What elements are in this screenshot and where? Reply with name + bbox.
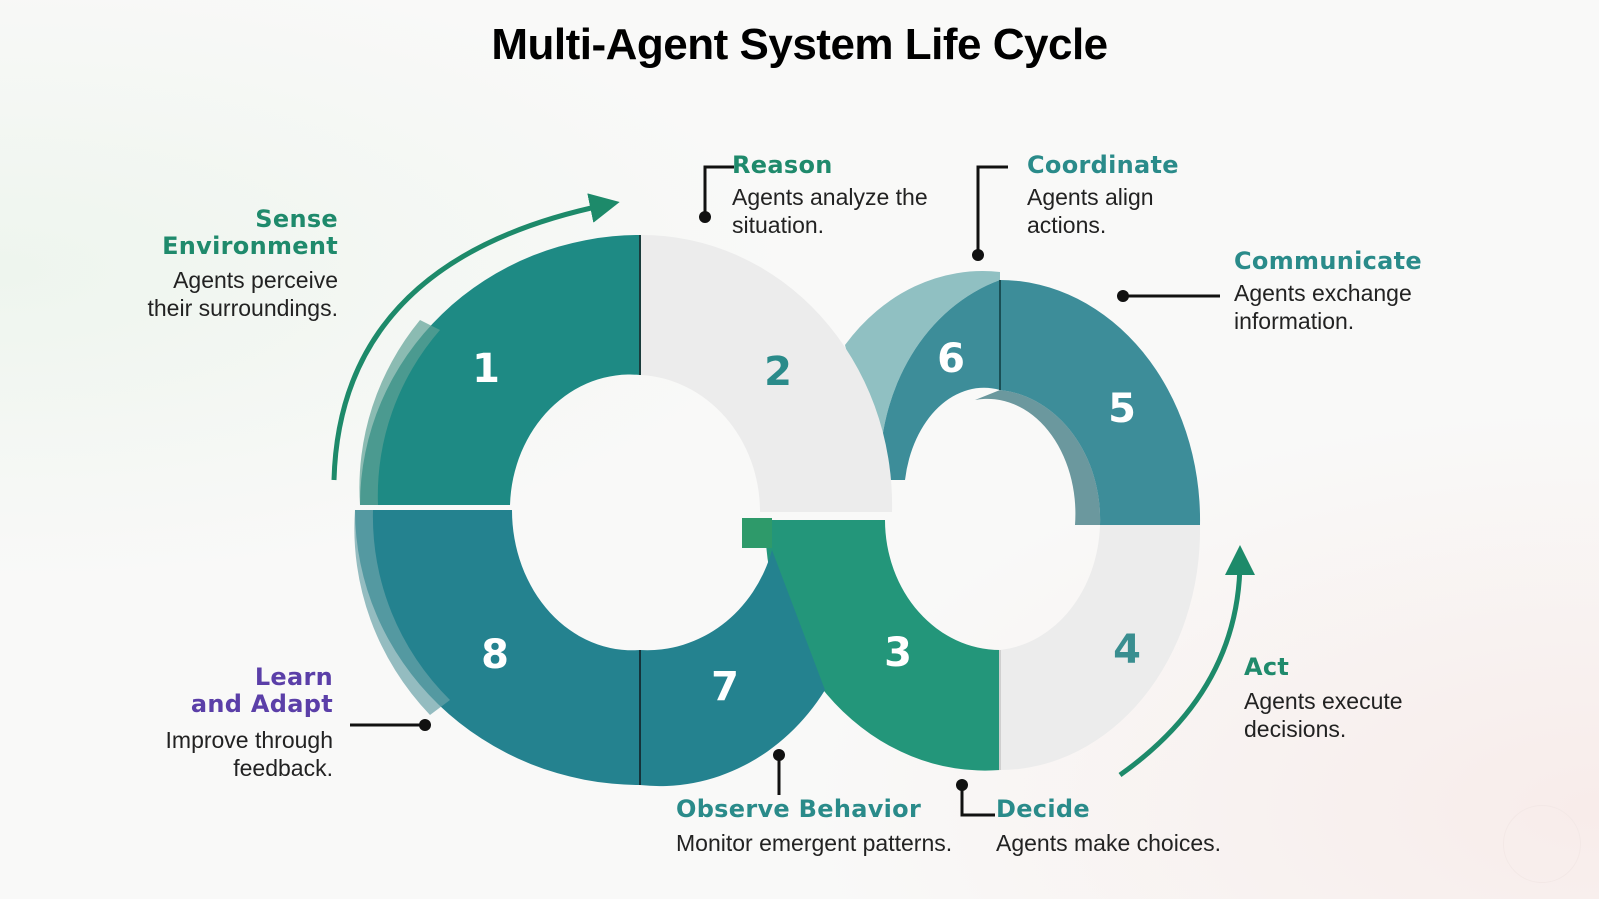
connector-decide	[960, 785, 995, 817]
segment-1[interactable]	[360, 235, 640, 505]
stage-heading: Observe Behavior	[676, 795, 922, 823]
segment-6[interactable]	[879, 280, 1000, 480]
stage-description: actions.	[1027, 212, 1107, 238]
segment-1-side	[359, 320, 440, 505]
stage-sense: Sense Environment Agents perceive their …	[100, 205, 339, 322]
stage-description: Improve through	[165, 727, 333, 753]
stage-description: information.	[1234, 308, 1355, 334]
flow-arrow-top-left	[331, 193, 620, 481]
stage-description: Agents exchange	[1234, 280, 1412, 306]
segment-number-3: 3	[884, 630, 912, 676]
segment-3-cap	[742, 518, 772, 548]
segment-8[interactable]	[355, 510, 640, 785]
segment-number-5: 5	[1108, 386, 1136, 432]
segment-5-inner-shadow	[975, 390, 1101, 525]
page-title: Multi-Agent System Life Cycle	[491, 20, 1108, 69]
stage-heading: Learn	[254, 663, 333, 691]
stage-act: Act Agents execute decisions.	[1244, 654, 1464, 743]
segment-7[interactable]	[640, 550, 825, 787]
stage-learn: Learn and Adapt Improve through feedback…	[100, 664, 333, 782]
segment-8-side	[354, 510, 450, 715]
stage-description: Monitor emergent patterns.	[676, 830, 953, 856]
decorative-circle	[1503, 805, 1581, 883]
stage-coordinate: Coordinate Agents align actions.	[1027, 152, 1247, 239]
segment-4[interactable]	[1000, 525, 1201, 770]
stage-reason: Reason Agents analyze the situation.	[732, 152, 992, 239]
connector-dot	[1117, 290, 1129, 302]
segment-number-8: 8	[481, 632, 509, 678]
segment-3[interactable]	[764, 520, 1000, 771]
segment-5[interactable]	[1000, 279, 1201, 525]
connector-dot	[419, 719, 431, 731]
stage-description: their surroundings.	[147, 295, 339, 321]
stage-decide: Decide Agents make choices.	[996, 796, 1276, 857]
connector-dot	[773, 749, 785, 761]
stage-description: situation.	[732, 212, 825, 238]
stage-heading: Sense	[255, 205, 338, 233]
stage-heading: Reason	[732, 151, 833, 179]
connector-coordinate	[976, 165, 1008, 255]
segment-number-1: 1	[472, 346, 500, 392]
connector-reason	[703, 165, 734, 217]
stage-heading: and Adapt	[190, 690, 333, 718]
stage-description: Agents make choices.	[996, 830, 1222, 856]
segment-number-4: 4	[1113, 627, 1141, 673]
segment-6-side	[845, 271, 1000, 480]
stage-heading: Decide	[996, 795, 1090, 823]
connector-dot	[956, 779, 968, 791]
segment-number-2: 2	[764, 349, 792, 395]
stage-observe: Observe Behavior Monitor emergent patter…	[676, 796, 996, 857]
segment-number-7: 7	[711, 664, 739, 710]
connector-dot	[972, 249, 984, 261]
stage-description: feedback.	[233, 755, 333, 781]
stage-heading: Communicate	[1234, 247, 1422, 275]
segment-2[interactable]	[640, 234, 893, 513]
stage-description: Agents execute	[1244, 688, 1403, 714]
stage-heading: Environment	[162, 232, 338, 260]
stage-communicate: Communicate Agents exchange information.	[1234, 248, 1494, 335]
stage-heading: Coordinate	[1027, 151, 1179, 179]
stage-heading: Act	[1244, 653, 1290, 681]
connector-dot	[699, 211, 711, 223]
stage-description: Agents perceive	[173, 267, 338, 293]
flow-arrow-bottom-right	[1118, 545, 1255, 778]
stage-description: Agents align	[1027, 184, 1154, 210]
segment-number-6: 6	[937, 336, 965, 382]
stage-description: Agents analyze the	[732, 184, 928, 210]
stage-description: decisions.	[1244, 716, 1347, 742]
